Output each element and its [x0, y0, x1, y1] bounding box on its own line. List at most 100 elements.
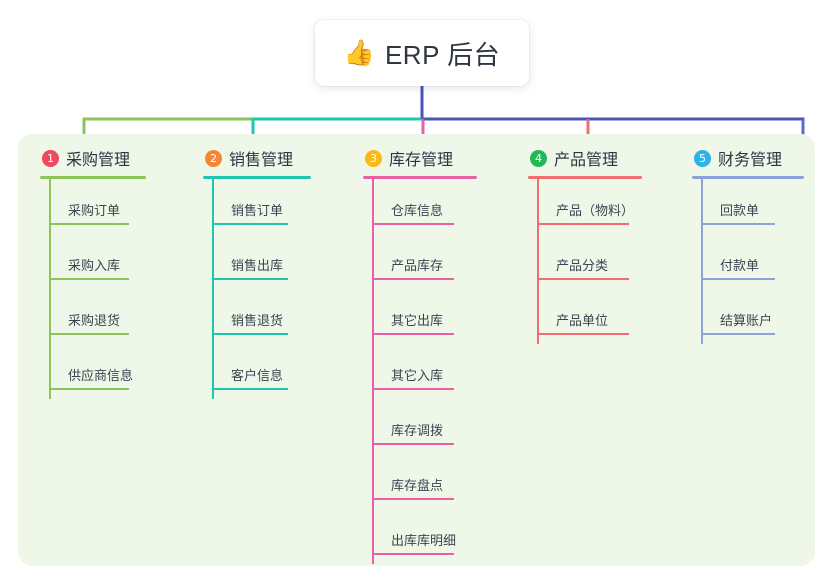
branch-item-label: 产品库存: [391, 258, 444, 273]
root-node-content: 👍 ERP 后台: [344, 35, 500, 72]
branch-item-underline: [212, 333, 288, 335]
branch-item-underline: [372, 498, 454, 500]
branch-item[interactable]: 结算账户: [692, 289, 804, 344]
branch-item-underline: [372, 333, 454, 335]
branch-item[interactable]: 供应商信息: [40, 344, 146, 399]
branch-item-label: 产品分类: [556, 258, 609, 273]
branch-header-4[interactable]: 4 产品管理: [528, 146, 642, 170]
branch-item-underline: [701, 223, 775, 225]
branch-item-underline: [372, 553, 454, 555]
branch-spine: [49, 179, 51, 399]
branch-item[interactable]: 采购入库: [40, 234, 146, 289]
branch-title: 产品管理: [554, 152, 619, 169]
branch-item-underline: [372, 278, 454, 280]
branch-items: 采购订单采购入库采购退货供应商信息: [40, 179, 146, 399]
branch-item-label: 库存调拨: [391, 423, 444, 438]
branch-item-label: 其它入库: [391, 368, 444, 383]
root-node[interactable]: 👍 ERP 后台: [315, 20, 529, 86]
branch-number-badge: 3: [365, 149, 382, 167]
branch-items: 销售订单销售出库销售退货客户信息: [203, 179, 311, 399]
branch-item-label: 供应商信息: [68, 368, 134, 383]
branch-column-3: 3 库存管理仓库信息产品库存其它出库其它入库库存调拨库存盘点出库库明细: [363, 146, 477, 564]
branch-item-underline: [49, 333, 129, 335]
branch-items: 产品（物料） 产品分类产品单位: [528, 179, 642, 344]
branch-item-label: 采购退货: [68, 313, 121, 328]
branch-items: 仓库信息产品库存其它出库其它入库库存调拨库存盘点出库库明细: [363, 179, 477, 564]
branch-underline: [692, 176, 804, 179]
branch-item-label: 仓库信息: [391, 203, 444, 218]
branch-item-underline: [537, 278, 629, 280]
branch-underline: [363, 176, 477, 179]
thumbs-up-icon: 👍: [343, 38, 375, 67]
branch-header-1[interactable]: 1 采购管理: [40, 146, 146, 170]
branch-item-label: 采购订单: [68, 203, 121, 218]
branch-item[interactable]: 产品（物料）: [528, 179, 642, 234]
branch-item[interactable]: 客户信息: [203, 344, 311, 399]
branch-item-underline: [49, 388, 129, 390]
branch-item[interactable]: 其它入库: [363, 344, 477, 399]
branch-item[interactable]: 库存盘点: [363, 454, 477, 509]
branch-title: 库存管理: [389, 152, 454, 169]
branch-item-label: 采购入库: [68, 258, 121, 273]
branch-items: 回款单付款单结算账户: [692, 179, 804, 344]
branch-item-label: 出库库明细: [391, 533, 457, 548]
branch-header-3[interactable]: 3 库存管理: [363, 146, 477, 170]
branch-item-label: 回款单: [720, 203, 760, 218]
branch-item-underline: [701, 278, 775, 280]
branch-item[interactable]: 采购订单: [40, 179, 146, 234]
branch-item-underline: [372, 223, 454, 225]
branch-item[interactable]: 销售订单: [203, 179, 311, 234]
branch-item-underline: [49, 278, 129, 280]
branch-column-4: 4 产品管理产品（物料） 产品分类产品单位: [528, 146, 642, 344]
branch-number-badge: 4: [530, 149, 547, 167]
branch-column-1: 1 采购管理采购订单采购入库采购退货供应商信息: [40, 146, 146, 399]
branch-item-label: 产品单位: [556, 313, 609, 328]
branch-item-underline: [212, 388, 288, 390]
branch-item-underline: [212, 223, 288, 225]
branch-item-label: 销售出库: [231, 258, 284, 273]
branch-item-label: 销售退货: [231, 313, 284, 328]
branch-item-underline: [372, 443, 454, 445]
branch-item[interactable]: 仓库信息: [363, 179, 477, 234]
branch-item-label: 结算账户: [720, 313, 773, 328]
branch-item-underline: [537, 333, 629, 335]
branch-item[interactable]: 产品单位: [528, 289, 642, 344]
branch-item[interactable]: 产品库存: [363, 234, 477, 289]
branch-item-label: 产品（物料）: [556, 203, 635, 218]
branch-item[interactable]: 其它出库: [363, 289, 477, 344]
branch-spine: [212, 179, 214, 399]
branch-item-underline: [372, 388, 454, 390]
branch-item-label: 库存盘点: [391, 478, 444, 493]
branch-item[interactable]: 付款单: [692, 234, 804, 289]
branch-column-2: 2 销售管理销售订单销售出库销售退货客户信息: [203, 146, 311, 399]
branch-item-label: 其它出库: [391, 313, 444, 328]
branch-item-underline: [701, 333, 775, 335]
branch-underline: [528, 176, 642, 179]
branch-item-underline: [212, 278, 288, 280]
branch-title: 采购管理: [66, 152, 131, 169]
branch-item[interactable]: 产品分类: [528, 234, 642, 289]
branch-spine: [372, 179, 374, 564]
branches-panel: [18, 134, 815, 566]
branch-item[interactable]: 出库库明细: [363, 509, 477, 564]
branch-item[interactable]: 库存调拨: [363, 399, 477, 454]
branch-header-2[interactable]: 2 销售管理: [203, 146, 311, 170]
branch-item[interactable]: 回款单: [692, 179, 804, 234]
branch-number-badge: 2: [205, 149, 222, 167]
branch-item[interactable]: 销售退货: [203, 289, 311, 344]
branch-number-badge: 1: [42, 149, 59, 167]
branch-item-underline: [49, 223, 129, 225]
branch-item-label: 客户信息: [231, 368, 284, 383]
branch-spine: [701, 179, 703, 344]
branch-spine: [537, 179, 539, 344]
branch-underline: [40, 176, 146, 179]
branch-item-label: 销售订单: [231, 203, 284, 218]
branch-item[interactable]: 销售出库: [203, 234, 311, 289]
branch-title: 财务管理: [718, 152, 783, 169]
branch-item[interactable]: 采购退货: [40, 289, 146, 344]
branch-title: 销售管理: [229, 152, 294, 169]
branch-item-label: 付款单: [720, 258, 760, 273]
